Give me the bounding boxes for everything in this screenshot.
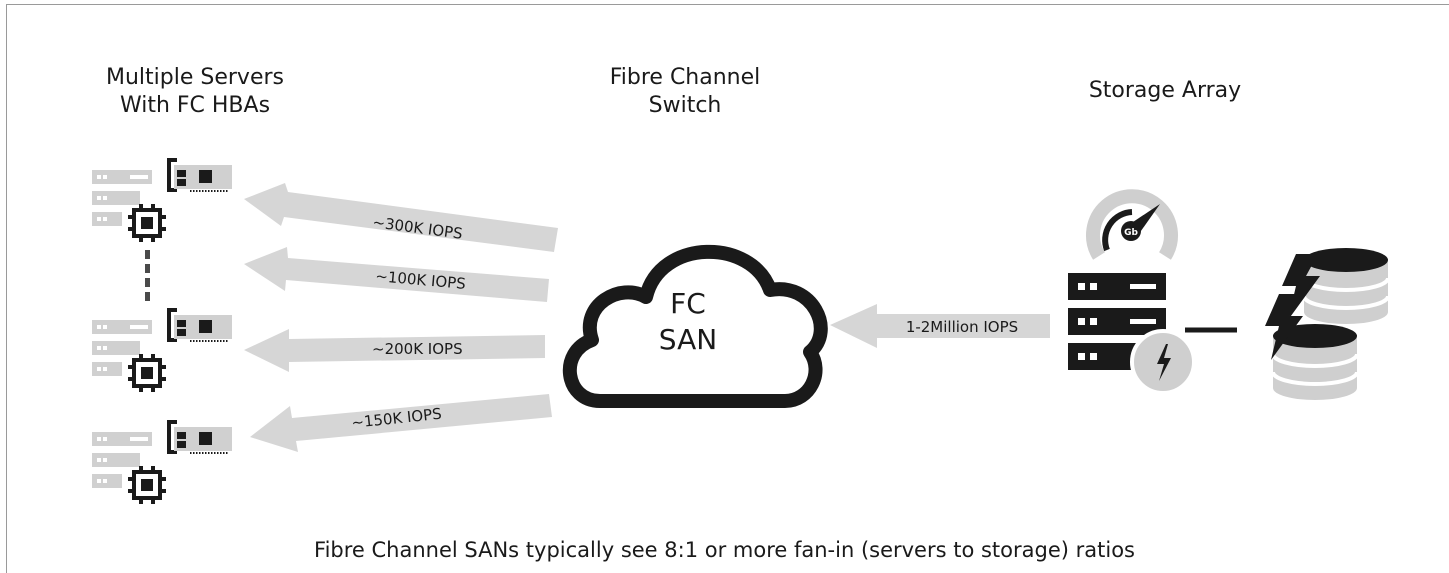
cloud-icon: FC SAN xyxy=(562,244,828,408)
storage-server-icon xyxy=(1068,273,1166,370)
arrow-label-server-3: ~200K IOPS xyxy=(372,340,463,358)
diagram-frame xyxy=(6,4,1449,573)
servers-heading-line1: Multiple Servers xyxy=(106,65,284,90)
switch-heading: Fibre Channel Switch xyxy=(560,64,810,120)
arrow-server-4: ~150K IOPS xyxy=(250,394,552,452)
server-icon-3 xyxy=(90,418,234,506)
cloud-label-fc: FC xyxy=(670,287,706,320)
storage-heading-text: Storage Array xyxy=(1088,78,1242,103)
switch-heading-line1: Fibre Channel xyxy=(609,65,761,90)
servers-heading-line2: With FC HBAs xyxy=(119,93,271,118)
arrow-server-2: ~100K IOPS xyxy=(244,247,549,302)
arrow-server-1: ~300K IOPS xyxy=(244,183,558,252)
speed-gauge-icon: Gb xyxy=(1086,189,1178,260)
ellipsis-dots-icon xyxy=(145,250,150,301)
switch-heading-line2: Switch xyxy=(648,93,722,118)
arrow-server-3: ~200K IOPS xyxy=(244,329,545,372)
storage-heading: Storage Array xyxy=(1040,77,1290,105)
arrow-label-storage: 1-2Million IOPS xyxy=(906,318,1018,336)
database-icon-top xyxy=(1302,246,1390,326)
gauge-label: Gb xyxy=(1124,228,1138,238)
cloud-label-san: SAN xyxy=(659,323,717,356)
server-icon-2 xyxy=(90,306,234,394)
arrow-storage: 1-2Million IOPS xyxy=(830,304,1050,348)
diagram-caption: Fibre Channel SANs typically see 8:1 or … xyxy=(314,538,1135,562)
server-icon-1 xyxy=(90,156,234,244)
servers-heading: Multiple Servers With FC HBAs xyxy=(60,64,330,120)
power-icon xyxy=(1130,329,1196,395)
